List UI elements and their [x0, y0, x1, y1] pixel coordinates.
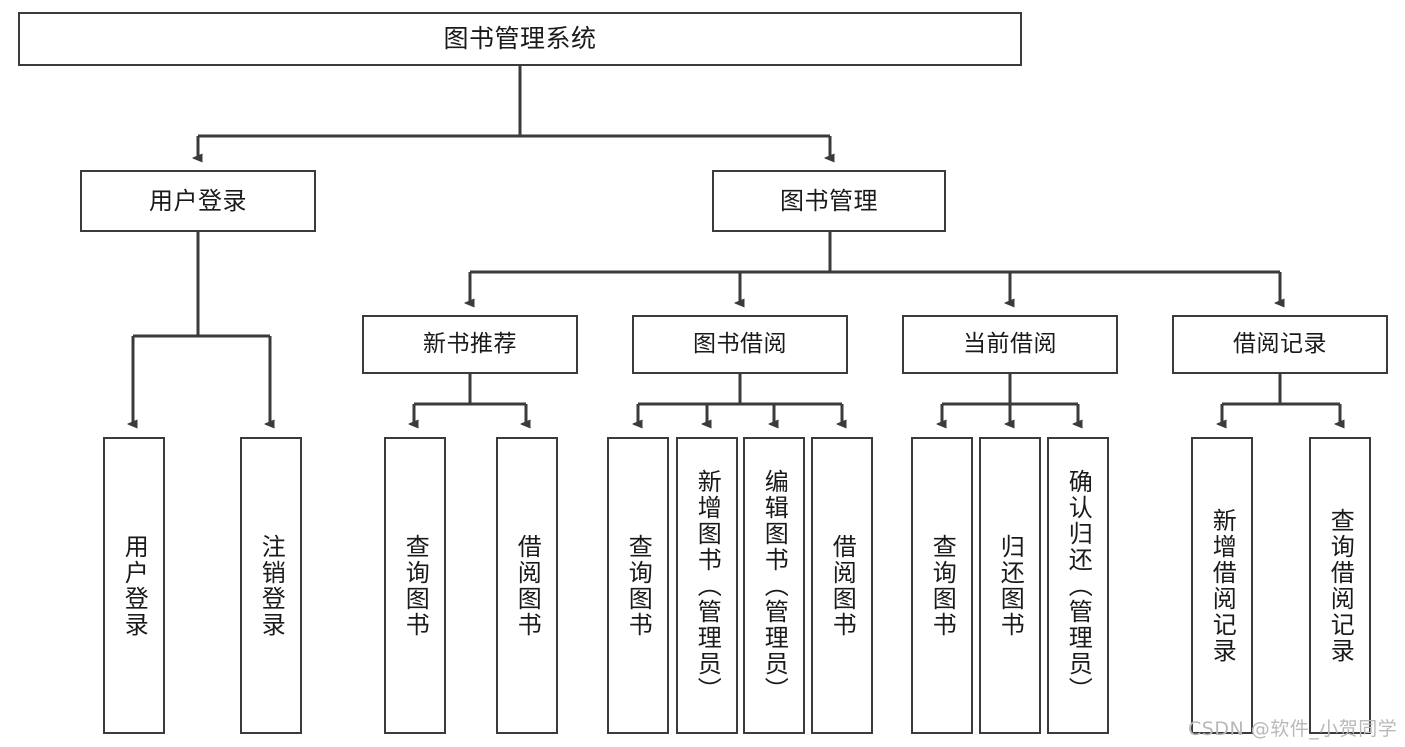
- leaf-current-borrow-confirm-label: 确认归还（管理员）: [1064, 468, 1093, 703]
- leaf-user-login-login[interactable]: 用户登录: [103, 437, 165, 734]
- node-current-borrow-label: 当前借阅: [963, 330, 1057, 357]
- leaf-borrow-record-query-label: 查询借阅记录: [1326, 507, 1355, 664]
- node-book-management[interactable]: 图书管理: [712, 170, 946, 232]
- node-book-management-label: 图书管理: [780, 186, 878, 215]
- leaf-book-borrow-borrow[interactable]: 借阅图书: [811, 437, 873, 734]
- leaf-current-borrow-query-label: 查询图书: [928, 533, 957, 638]
- leaf-new-book-borrow-label: 借阅图书: [513, 533, 542, 638]
- leaf-book-borrow-add[interactable]: 新增图书（管理员）: [676, 437, 738, 734]
- leaf-current-borrow-return[interactable]: 归还图书: [979, 437, 1041, 734]
- node-book-borrow-label: 图书借阅: [693, 330, 787, 357]
- node-root-label: 图书管理系统: [443, 24, 597, 53]
- node-user-login[interactable]: 用户登录: [80, 170, 316, 232]
- leaf-current-borrow-return-label: 归还图书: [996, 533, 1025, 638]
- csdn-watermark: CSDN @软件_小贺同学: [1188, 718, 1398, 740]
- node-current-borrow[interactable]: 当前借阅: [902, 315, 1118, 374]
- leaf-book-borrow-add-label: 新增图书（管理员）: [693, 468, 722, 703]
- leaf-book-borrow-query[interactable]: 查询图书: [607, 437, 669, 734]
- leaf-book-borrow-edit-label: 编辑图书（管理员）: [760, 468, 789, 703]
- node-new-book-recommend-label: 新书推荐: [423, 330, 517, 357]
- leaf-new-book-borrow[interactable]: 借阅图书: [496, 437, 558, 734]
- node-new-book-recommend[interactable]: 新书推荐: [362, 315, 578, 374]
- leaf-book-borrow-query-label: 查询图书: [624, 533, 653, 638]
- node-borrow-record[interactable]: 借阅记录: [1172, 315, 1388, 374]
- leaf-book-borrow-borrow-label: 借阅图书: [828, 533, 857, 638]
- leaf-borrow-record-add[interactable]: 新增借阅记录: [1191, 437, 1253, 734]
- leaf-user-login-logout-label: 注销登录: [257, 533, 286, 638]
- leaf-borrow-record-query[interactable]: 查询借阅记录: [1309, 437, 1371, 734]
- leaf-borrow-record-add-label: 新增借阅记录: [1208, 507, 1237, 664]
- leaf-user-login-logout[interactable]: 注销登录: [240, 437, 302, 734]
- leaf-user-login-login-label: 用户登录: [120, 533, 149, 638]
- leaf-current-borrow-query[interactable]: 查询图书: [911, 437, 973, 734]
- node-root[interactable]: 图书管理系统: [18, 12, 1022, 66]
- leaf-current-borrow-confirm[interactable]: 确认归还（管理员）: [1047, 437, 1109, 734]
- node-book-borrow[interactable]: 图书借阅: [632, 315, 848, 374]
- leaf-new-book-query-label: 查询图书: [401, 533, 430, 638]
- node-borrow-record-label: 借阅记录: [1233, 330, 1327, 357]
- node-user-login-label: 用户登录: [149, 186, 247, 215]
- leaf-new-book-query[interactable]: 查询图书: [384, 437, 446, 734]
- leaf-book-borrow-edit[interactable]: 编辑图书（管理员）: [743, 437, 805, 734]
